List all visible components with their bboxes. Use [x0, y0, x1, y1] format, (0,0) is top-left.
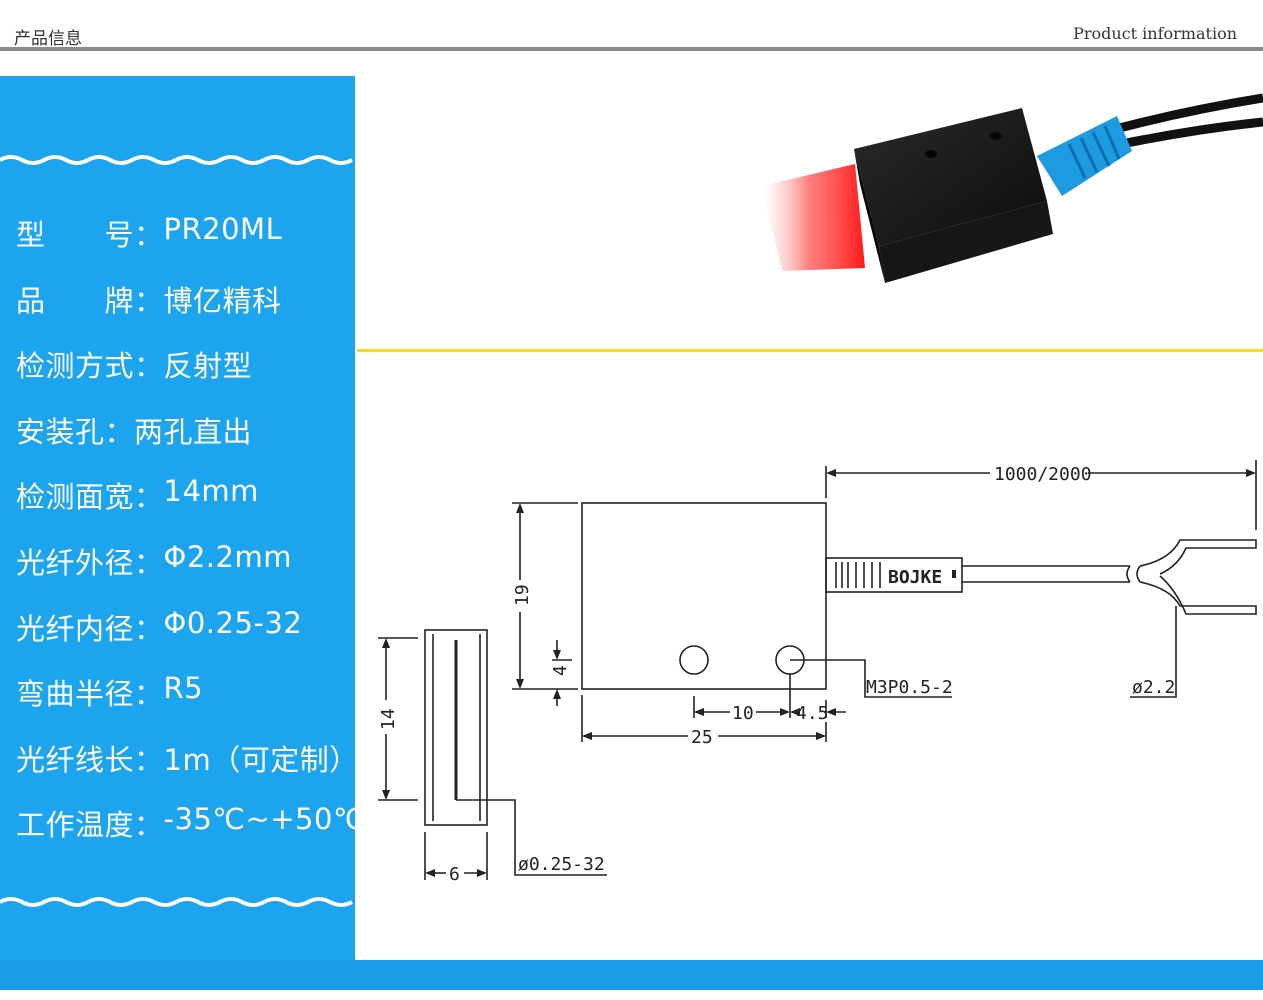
spec-panel: 型 号：PR20ML 品 牌：博亿精科 检测方式：反射型 安装孔：两孔直出 检测… — [0, 76, 366, 960]
dim-fiber-outer: ø2.2 — [1132, 677, 1175, 698]
spec-item-fiber-length: 光纤线长：1m（可定制） — [16, 742, 359, 777]
dim-cable-length: 1000/2000 — [994, 464, 1092, 485]
sensor-body-top — [854, 108, 1047, 246]
mount-hole-1 — [925, 150, 937, 158]
dim-face-width: 6 — [449, 864, 460, 885]
wave-divider-bottom — [0, 897, 353, 907]
sleeve-ribs — [1067, 125, 1121, 179]
hole-outline-1 — [679, 645, 709, 675]
bottom-band — [0, 960, 1263, 990]
spec-item-mounting-holes: 安装孔：两孔直出 — [16, 414, 253, 449]
dim-hole-edge: 4.5 — [796, 703, 829, 724]
dim-face-height: 14 — [378, 708, 399, 730]
sensor-outline — [581, 502, 827, 690]
spec-item-operating-temperature: 工作温度：-35℃~+50℃ — [16, 802, 367, 843]
wave-divider-top — [0, 155, 353, 165]
header-title-en: Product information — [1073, 24, 1237, 43]
spec-item-bend-radius: 弯曲半径：R5 — [16, 671, 204, 712]
sensor-body-front — [879, 201, 1053, 283]
sensor-body-side — [854, 149, 885, 283]
section-divider — [357, 349, 1263, 352]
connector-outline — [825, 557, 963, 593]
spec-item-fiber-outer-diameter: 光纤外径：Φ2.2mm — [16, 539, 292, 580]
spec-item-detection-mode: 检测方式：反射型 — [16, 349, 253, 384]
brand-mark: BOJKE — [888, 567, 942, 588]
dim-width: 25 — [691, 727, 713, 748]
dim-hole-offset: 4 — [550, 665, 571, 676]
spec-item-fiber-inner-diameter: 光纤内径：Φ0.25-32 — [16, 605, 303, 646]
dim-height: 19 — [512, 584, 533, 606]
mount-hole-2 — [990, 132, 1002, 140]
header-divider — [0, 47, 1263, 51]
product-photo — [762, 93, 1263, 283]
light-beam — [762, 164, 865, 271]
header-title-cn: 产品信息 — [14, 29, 82, 49]
spec-item-face-width: 检测面宽：14mm — [16, 474, 259, 515]
spec-list: 型 号：PR20ML 品 牌：博亿精科 检测方式：反射型 安装孔：两孔直出 检测… — [16, 212, 366, 868]
thread-spec: M3P0.5-2 — [866, 677, 953, 698]
dim-fiber-inner: ø0.25-32 — [518, 854, 605, 875]
dim-hole-spacing: 10 — [732, 703, 754, 724]
spec-item-model: 型 号：PR20ML — [16, 212, 283, 252]
sensor-face-outline — [424, 629, 488, 826]
spec-item-brand: 品 牌：博亿精科 — [16, 283, 282, 318]
dimension-drawing: 1000/2000 BOJKE 19 4 10 4.5 25 M3P0.5-2 … — [378, 460, 1257, 885]
